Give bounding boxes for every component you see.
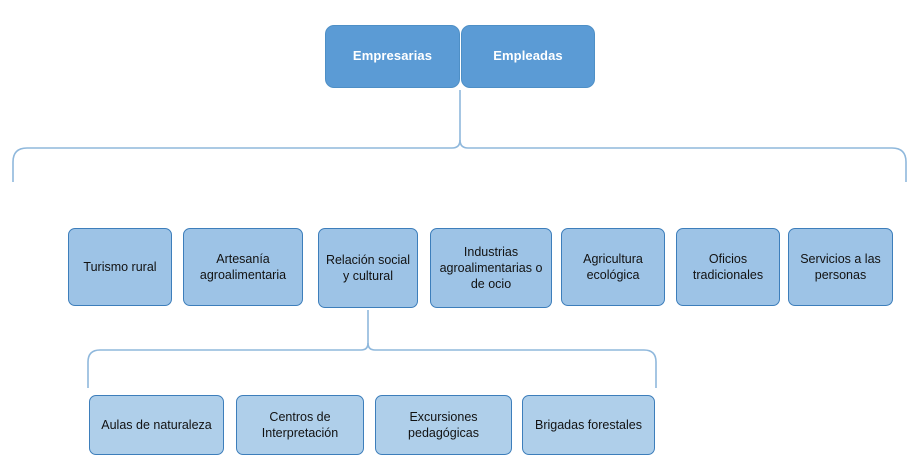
node-turismo-rural[interactable]: Turismo rural [68, 228, 172, 306]
node-excursiones-pedagogicas-label: Excursiones pedagógicas [408, 410, 479, 440]
connector-level2-to-level3-right [367, 342, 657, 388]
node-empresarias-label: Empresarias [352, 48, 433, 64]
node-servicios-a-las-personas-label: Servicios a las personas [800, 252, 881, 282]
node-oficios-tradicionales-label: Oficios tradicionales [692, 252, 764, 282]
node-aulas-de-naturaleza[interactable]: Aulas de naturaleza [89, 395, 224, 455]
node-brigadas-forestales[interactable]: Brigadas forestales [522, 395, 655, 455]
node-artesania-agroalimentaria-label: Artesanía agroalimentaria [199, 252, 287, 282]
node-excursiones-pedagogicas[interactable]: Excursiones pedagógicas [375, 395, 512, 455]
node-industrias-agroalimentarias-o-de-ocio[interactable]: Industrias agroalimentarias o de ocio [430, 228, 552, 308]
node-brigadas-forestales-label: Brigadas forestales [534, 418, 642, 432]
connector-level1-to-level2 [12, 90, 461, 182]
node-oficios-tradicionales[interactable]: Oficios tradicionales [676, 228, 780, 306]
node-empleadas[interactable]: Empleadas [461, 25, 595, 88]
connector-level2-to-level3 [87, 310, 369, 388]
node-centros-de-interpretacion-label: Centros de Interpretación [261, 410, 339, 440]
node-relacion-social-y-cultural[interactable]: Relación social y cultural [318, 228, 418, 308]
node-artesania-agroalimentaria[interactable]: Artesanía agroalimentaria [183, 228, 303, 306]
node-turismo-rural-label: Turismo rural [83, 260, 157, 274]
node-empresarias[interactable]: Empresarias [325, 25, 460, 88]
node-aulas-de-naturaleza-label: Aulas de naturaleza [101, 418, 212, 432]
node-centros-de-interpretacion[interactable]: Centros de Interpretación [236, 395, 364, 455]
node-servicios-a-las-personas[interactable]: Servicios a las personas [788, 228, 893, 306]
node-agricultura-ecologica-label: Agricultura ecológica [583, 252, 643, 282]
connector-level1-to-level2-right [459, 139, 907, 182]
node-industrias-agroalimentarias-o-de-ocio-label: Industrias agroalimentarias o de ocio [439, 245, 543, 291]
node-agricultura-ecologica[interactable]: Agricultura ecológica [561, 228, 665, 306]
node-empleadas-label: Empleadas [493, 48, 563, 64]
node-relacion-social-y-cultural-label: Relación social y cultural [325, 253, 411, 283]
